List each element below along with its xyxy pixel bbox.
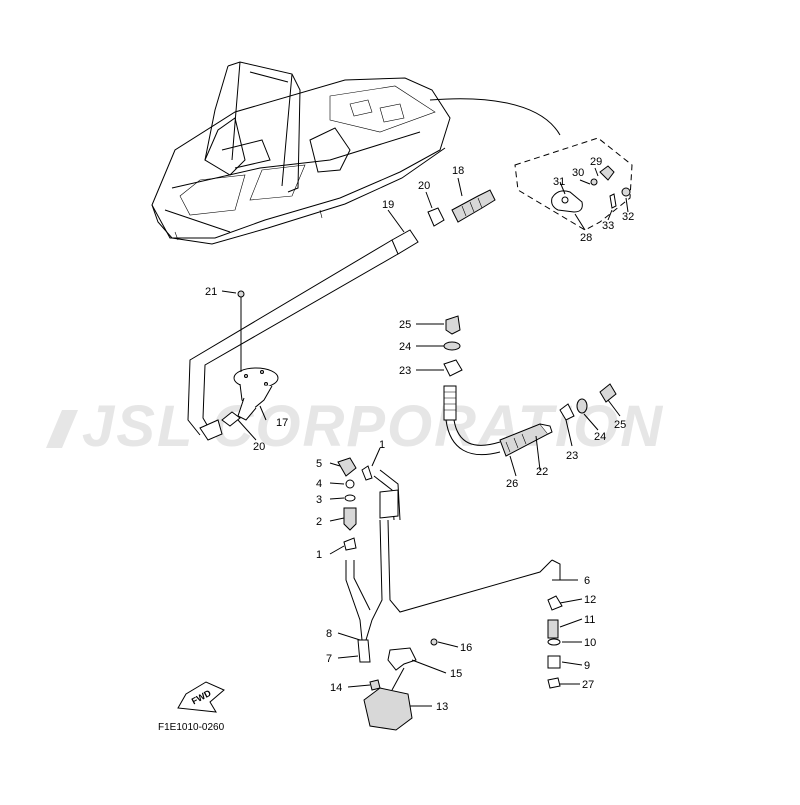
watermark-logo: JSL CORPORATION [46,394,664,459]
callout-23-left: 23 [399,365,411,377]
callout-20-top: 20 [418,180,430,192]
callout-32: 32 [622,211,634,223]
callout-20-left: 20 [253,441,265,453]
callout-16: 16 [460,642,472,654]
callout-19: 19 [382,199,394,211]
callout-labels: 29 30 31 32 33 28 18 20 19 21 25 24 23 1… [205,156,634,713]
callout-12: 12 [584,594,596,606]
callout-33: 33 [602,220,614,232]
callout-14: 14 [330,682,342,694]
callout-28: 28 [580,232,592,244]
figure-code: F1E1010-0260 [158,722,225,733]
callout-15: 15 [450,668,462,680]
callout-10: 10 [584,637,596,649]
watermark-text: JSL CORPORATION [82,394,664,459]
hose-fittings-right [443,315,617,457]
hose-fittings-left [199,290,279,441]
callout-24-right: 24 [594,431,606,443]
callout-26: 26 [506,478,518,490]
leader-line [429,98,561,136]
hose-fittings-top [187,189,496,436]
callout-5: 5 [316,458,322,470]
callout-29: 29 [590,156,602,168]
callout-23-right: 23 [566,450,578,462]
callout-24-left: 24 [399,341,411,353]
group-box [514,137,633,231]
callout-17: 17 [276,417,288,429]
boat-illustration [151,61,451,245]
callout-6: 6 [584,575,590,587]
callout-1-top: 1 [379,439,385,451]
callout-31: 31 [553,176,565,188]
callout-1-lower: 1 [316,549,322,561]
callout-13: 13 [436,701,448,713]
callout-25-right: 25 [614,419,626,431]
callout-11: 11 [584,614,595,626]
callout-21: 21 [205,286,217,298]
callout-30: 30 [572,167,584,179]
callout-4: 4 [316,478,322,490]
callout-8: 8 [326,628,332,640]
fwd-arrow-icon: FWD [177,681,225,713]
callout-leaders [221,167,629,707]
callout-2: 2 [316,516,322,528]
callout-25-left: 25 [399,319,411,331]
callout-18: 18 [452,165,464,177]
callout-9: 9 [584,660,590,672]
callout-3: 3 [316,494,322,506]
drain-bracket-group [551,165,631,213]
callout-22: 22 [536,466,548,478]
callout-7: 7 [326,653,332,665]
hose-fittings-lower [337,457,563,731]
callout-27: 27 [582,679,594,691]
